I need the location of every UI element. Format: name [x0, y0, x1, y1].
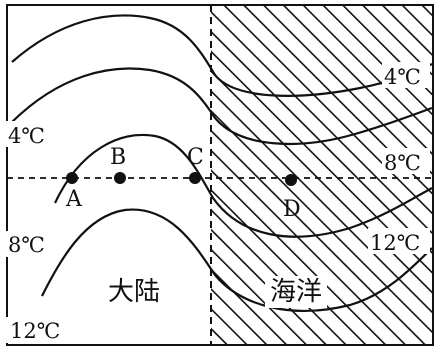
isotherm-label-right-4c: 4℃	[384, 65, 421, 89]
isotherm-label-left-4c: 4℃	[8, 124, 45, 148]
land-label: 大陆	[108, 277, 160, 307]
isotherm-label-right-12c: 12℃	[370, 231, 420, 255]
isotherm-label-right-8c: 8℃	[384, 151, 421, 175]
diagram-frame	[6, 4, 434, 346]
point-b-label: B	[110, 145, 126, 170]
isotherm-4c	[11, 67, 433, 146]
point-b-marker	[114, 172, 126, 184]
ocean-label: 海洋	[270, 277, 322, 307]
isotherm-label-left-12c: 12℃	[10, 319, 60, 343]
point-a-marker	[66, 172, 78, 184]
point-a-label: A	[65, 187, 83, 212]
isotherm-12c	[41, 208, 433, 312]
point-c-marker	[189, 172, 201, 184]
isotherm-8c	[54, 133, 433, 238]
point-d-label: D	[283, 197, 301, 222]
isotherm-top	[11, 14, 433, 97]
point-c-label: C	[187, 145, 204, 170]
isotherm-label-left-8c: 8℃	[8, 233, 45, 257]
point-d-marker	[285, 174, 297, 186]
